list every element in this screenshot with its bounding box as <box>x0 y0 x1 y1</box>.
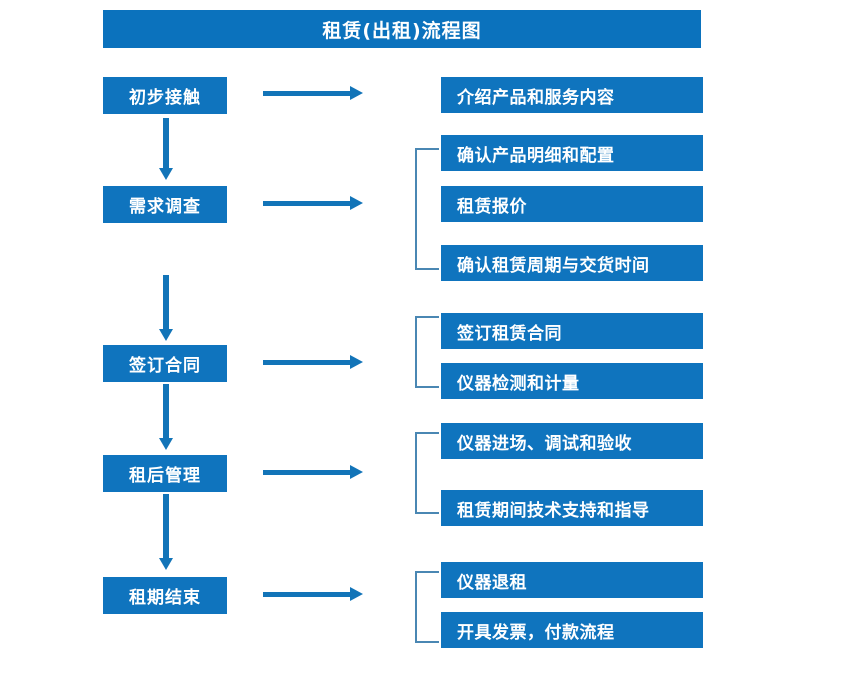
down-arrow-icon-4 <box>159 494 173 570</box>
arrow-shaft <box>163 384 169 438</box>
arrow-head <box>159 168 173 180</box>
stage-box-demand-survey[interactable]: 需求调查 <box>103 186 227 223</box>
arrow-shaft <box>263 91 351 96</box>
arrow-head <box>350 355 363 369</box>
detail-box-confirm-product-spec[interactable]: 确认产品明细和配置 <box>441 135 703 171</box>
arrow-shaft <box>263 470 351 475</box>
detail-box-invoice-payment[interactable]: 开具发票，付款流程 <box>441 612 703 648</box>
arrow-head <box>350 196 363 210</box>
arrow-head <box>159 329 173 341</box>
detail-box-instrument-return[interactable]: 仪器退租 <box>441 562 703 598</box>
detail-box-instrument-entry-commissioning[interactable]: 仪器进场、调试和验收 <box>441 423 703 459</box>
detail-box-confirm-period-delivery[interactable]: 确认租赁周期与交货时间 <box>441 245 703 281</box>
stage-box-initial-contact[interactable]: 初步接触 <box>103 77 227 114</box>
right-arrow-icon-stage-3 <box>263 355 363 369</box>
right-arrow-icon-stage-2 <box>263 196 363 210</box>
arrow-shaft <box>263 201 351 206</box>
arrow-head <box>159 558 173 570</box>
right-arrow-icon-stage-1 <box>263 86 363 100</box>
down-arrow-icon-3 <box>159 384 173 450</box>
arrow-head <box>350 587 363 601</box>
down-arrow-icon-1 <box>159 118 173 180</box>
group-bracket-stage-3 <box>415 316 439 388</box>
detail-box-technical-support[interactable]: 租赁期间技术支持和指导 <box>441 490 703 526</box>
arrow-shaft <box>163 494 169 558</box>
arrow-shaft <box>163 118 169 168</box>
stage-box-post-rental-management[interactable]: 租后管理 <box>103 455 227 492</box>
group-bracket-stage-4 <box>415 432 439 514</box>
group-bracket-stage-5 <box>415 571 439 643</box>
arrow-shaft <box>263 360 351 365</box>
arrow-head <box>159 438 173 450</box>
arrow-shaft <box>163 275 169 329</box>
arrow-shaft <box>263 592 351 597</box>
right-arrow-icon-stage-5 <box>263 587 363 601</box>
group-bracket-stage-2 <box>415 148 439 270</box>
arrow-head <box>350 465 363 479</box>
diagram-title: 租赁(出租)流程图 <box>103 10 701 48</box>
down-arrow-icon-2 <box>159 275 173 341</box>
stage-box-rental-end[interactable]: 租期结束 <box>103 577 227 614</box>
detail-box-instrument-inspection[interactable]: 仪器检测和计量 <box>441 363 703 399</box>
arrow-head <box>350 86 363 100</box>
detail-box-intro-products-services[interactable]: 介绍产品和服务内容 <box>441 77 703 113</box>
right-arrow-icon-stage-4 <box>263 465 363 479</box>
detail-box-rental-quotation[interactable]: 租赁报价 <box>441 186 703 222</box>
stage-box-sign-contract[interactable]: 签订合同 <box>103 345 227 382</box>
detail-box-sign-rental-contract[interactable]: 签订租赁合同 <box>441 313 703 349</box>
